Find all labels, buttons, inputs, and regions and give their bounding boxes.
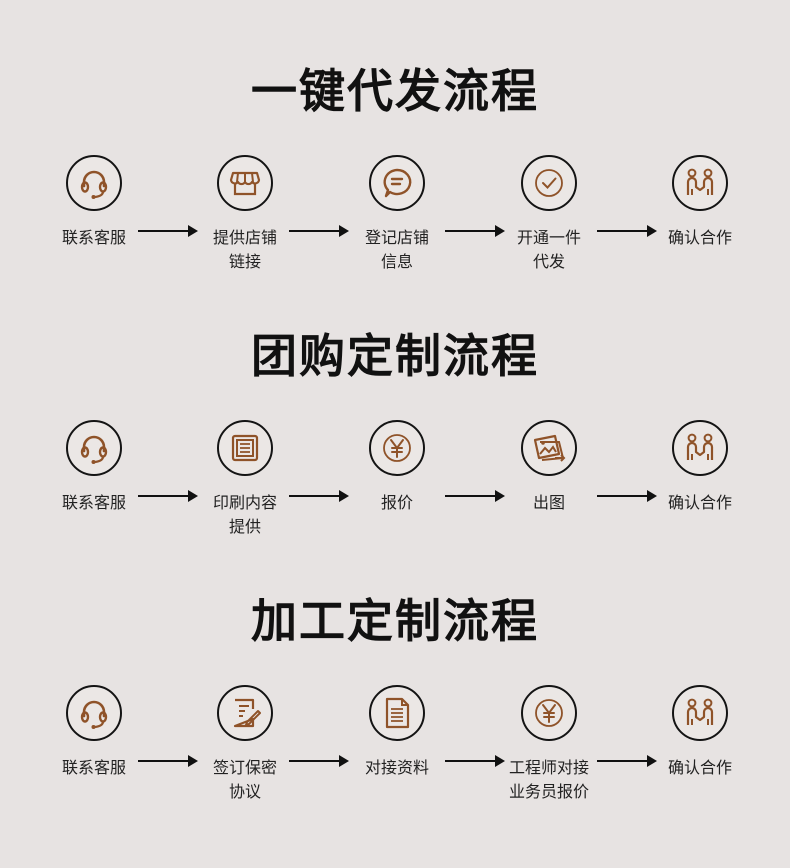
step-label: 确认合作 xyxy=(667,758,732,777)
step-label: 提供店铺链接 xyxy=(212,228,277,271)
process-section-2: 团购定制流程 联系客服 印刷内容提供 报价 出图 确认合作 xyxy=(0,265,790,536)
document-step-circle xyxy=(369,685,425,741)
step-label: 联系客服 xyxy=(61,228,126,247)
arrow-right-icon xyxy=(138,490,198,502)
handshake-people-icon xyxy=(686,698,714,725)
arrow-right-icon xyxy=(597,755,657,767)
headset-step-circle xyxy=(66,155,122,211)
arrow-right-icon xyxy=(289,755,349,767)
handshake-people-step-circle xyxy=(672,155,728,211)
sign-document-step-circle xyxy=(217,685,273,741)
step-label: 确认合作 xyxy=(667,493,732,512)
arrow-right-icon xyxy=(138,225,198,237)
section-title: 团购定制流程 xyxy=(251,329,539,383)
arrow-right-icon xyxy=(597,490,657,502)
arrow-right-icon xyxy=(445,225,505,237)
handshake-people-step-circle xyxy=(672,420,728,476)
headset-icon xyxy=(80,700,108,729)
checkmark-icon xyxy=(535,169,563,197)
document-icon xyxy=(385,697,410,729)
arrow-right-icon xyxy=(138,755,198,767)
print-content-step-circle xyxy=(217,420,273,476)
step-label: 签订保密协议 xyxy=(212,758,277,801)
image-output-step-circle xyxy=(521,420,577,476)
handshake-people-icon xyxy=(686,168,714,195)
headset-step-circle xyxy=(66,685,122,741)
step-label: 工程师对接业务员报价 xyxy=(508,758,589,801)
arrow-right-icon xyxy=(289,490,349,502)
process-page: 一键代发流程 联系客服 提供店铺链接 登记店铺信息 开通一件代发 确认合作团购定… xyxy=(0,0,790,801)
section-title: 一键代发流程 xyxy=(251,64,539,118)
step-label: 报价 xyxy=(380,493,413,512)
chat-bubble-step-circle xyxy=(369,155,425,211)
storefront-step-circle xyxy=(217,155,273,211)
yen-step-circle xyxy=(369,420,425,476)
handshake-people-step-circle xyxy=(672,685,728,741)
headset-icon xyxy=(80,170,108,199)
sign-document-icon xyxy=(233,698,261,728)
headset-step-circle xyxy=(66,420,122,476)
step-label: 确认合作 xyxy=(667,228,732,247)
arrow-right-icon xyxy=(445,755,505,767)
step-label: 开通一件代发 xyxy=(516,228,581,271)
yen-step-circle xyxy=(521,685,577,741)
image-output-icon xyxy=(533,434,566,462)
process-section-1: 一键代发流程 联系客服 提供店铺链接 登记店铺信息 开通一件代发 确认合作 xyxy=(0,0,790,271)
arrow-right-icon xyxy=(445,490,505,502)
step-label: 登记店铺信息 xyxy=(364,228,429,271)
yen-icon xyxy=(383,434,411,462)
process-section-3: 加工定制流程 联系客服 签订保密协议 对接资料 工程师对接业务员报价 确认合作 xyxy=(0,530,790,801)
print-content-icon xyxy=(231,434,259,462)
section-title: 加工定制流程 xyxy=(251,594,539,648)
step-label: 出图 xyxy=(532,493,565,512)
yen-icon xyxy=(535,699,563,727)
arrow-right-icon xyxy=(289,225,349,237)
arrow-right-icon xyxy=(597,225,657,237)
step-label: 印刷内容提供 xyxy=(212,493,277,536)
step-label: 联系客服 xyxy=(61,493,126,512)
storefront-icon xyxy=(229,171,261,196)
checkmark-step-circle xyxy=(521,155,577,211)
headset-icon xyxy=(80,435,108,464)
handshake-people-icon xyxy=(686,433,714,460)
chat-bubble-icon xyxy=(383,168,412,198)
step-label: 对接资料 xyxy=(364,758,429,777)
step-label: 联系客服 xyxy=(61,758,126,777)
